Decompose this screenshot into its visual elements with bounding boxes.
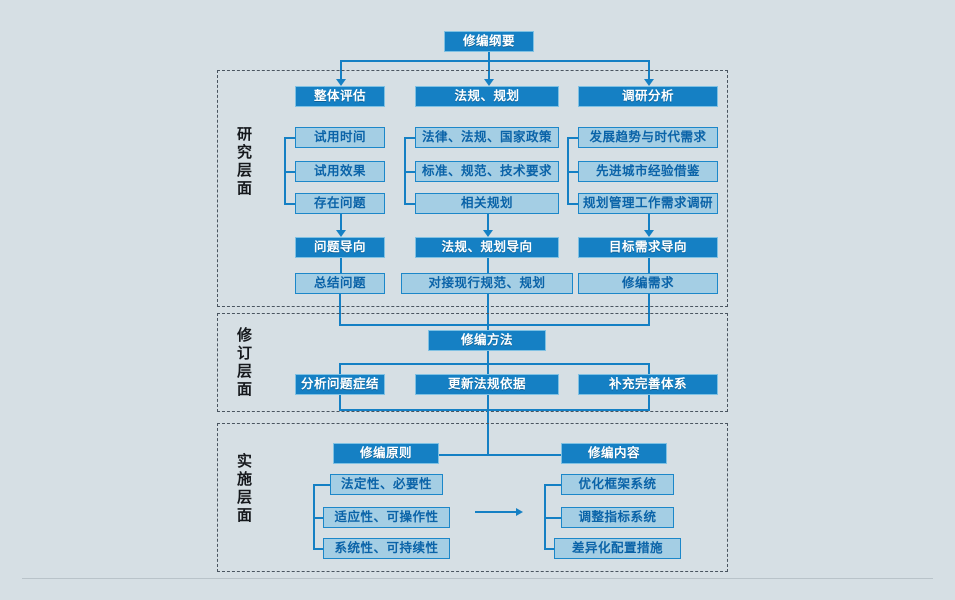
connector-col2-to-outcome bbox=[487, 258, 489, 273]
node-impl-group2-item-3[interactable]: 差异化配置措施 bbox=[554, 538, 681, 559]
connector-col3-to-outcome bbox=[648, 258, 650, 273]
node-impl-group2-item-2[interactable]: 调整指标系统 bbox=[561, 507, 674, 528]
node-impl-group2-header[interactable]: 修编内容 bbox=[561, 443, 667, 464]
section-frame-research bbox=[217, 70, 728, 307]
connector-outcome3-down bbox=[648, 294, 650, 325]
bracket-col3-arm-2 bbox=[567, 171, 578, 173]
node-col3-header[interactable]: 调研分析 bbox=[578, 86, 718, 107]
bracket-impl-group1-spine bbox=[313, 484, 315, 548]
node-col1-orientation[interactable]: 问题导向 bbox=[295, 237, 385, 258]
connector-outcome1-down bbox=[339, 294, 341, 325]
bracket-col3-arm-1 bbox=[567, 137, 578, 139]
connector-revision-bus bbox=[339, 363, 650, 365]
node-revision-item-3[interactable]: 补充完善体系 bbox=[578, 374, 718, 395]
connector-top-bus bbox=[340, 60, 648, 62]
node-col2-header[interactable]: 法规、规划 bbox=[415, 86, 559, 107]
connector-revision-item3-down bbox=[648, 395, 650, 410]
connector-col1-to-orientation bbox=[340, 214, 342, 231]
section-label-research: 研究层面 bbox=[235, 126, 252, 198]
connector-revision-merge-stem bbox=[487, 409, 489, 455]
bracket-col1-arm-3 bbox=[284, 203, 295, 205]
arrow-impl-group-link bbox=[516, 508, 523, 516]
connector-impl-bus bbox=[386, 454, 616, 456]
node-col2-item-1[interactable]: 法律、法规、国家政策 bbox=[415, 127, 559, 148]
section-label-revision: 修订层面 bbox=[235, 327, 252, 399]
arrow-col1-orientation bbox=[336, 230, 346, 237]
node-col3-orientation[interactable]: 目标需求导向 bbox=[578, 237, 718, 258]
arrow-col2-orientation bbox=[483, 230, 493, 237]
node-impl-group1-item-3[interactable]: 系统性、可持续性 bbox=[323, 538, 450, 559]
bracket-col3-arm-3 bbox=[567, 203, 578, 205]
bracket-col2-arm-1 bbox=[404, 137, 415, 139]
arrow-col3 bbox=[644, 79, 654, 86]
bracket-col2-arm-3 bbox=[404, 203, 415, 205]
bracket-col1-arm-2 bbox=[284, 171, 295, 173]
connector-outcome2-down bbox=[487, 294, 489, 325]
connector-impl-group-link bbox=[475, 511, 517, 513]
node-impl-group1-header[interactable]: 修编原则 bbox=[333, 443, 439, 464]
node-revision-item-1[interactable]: 分析问题症结 bbox=[295, 374, 385, 395]
node-revision-item-2[interactable]: 更新法规依据 bbox=[415, 374, 559, 395]
node-col2-item-3[interactable]: 相关规划 bbox=[415, 193, 559, 214]
section-frame-implementation bbox=[217, 423, 728, 572]
section-label-implementation: 实施层面 bbox=[235, 453, 252, 525]
node-col3-outcome[interactable]: 修编需求 bbox=[578, 273, 718, 294]
connector-root-stem bbox=[488, 52, 490, 61]
connector-merge-bus bbox=[339, 324, 650, 326]
bracket-col1-spine bbox=[284, 137, 286, 204]
node-revision-header[interactable]: 修编方法 bbox=[428, 330, 546, 351]
bottom-rule bbox=[22, 578, 933, 579]
arrow-col3-orientation bbox=[644, 230, 654, 237]
connector-revision-item2-down bbox=[487, 395, 489, 410]
node-col2-item-2[interactable]: 标准、规范、技术要求 bbox=[415, 161, 559, 182]
node-col1-item-2[interactable]: 试用效果 bbox=[295, 161, 385, 182]
connector-revision-drop-2 bbox=[487, 363, 489, 374]
bracket-impl-group2-arm-1 bbox=[544, 484, 561, 486]
connector-revision-stem bbox=[487, 351, 489, 364]
bracket-col3-spine bbox=[567, 137, 569, 204]
node-col1-header[interactable]: 整体评估 bbox=[295, 86, 385, 107]
bracket-col2-spine bbox=[404, 137, 406, 204]
connector-revision-merge-bus bbox=[339, 409, 650, 411]
connector-col1-to-outcome bbox=[340, 258, 342, 273]
node-impl-group1-item-2[interactable]: 适应性、可操作性 bbox=[323, 507, 450, 528]
arrow-col1 bbox=[336, 79, 346, 86]
connector-revision-item1-down bbox=[339, 395, 341, 410]
bracket-col1-arm-1 bbox=[284, 137, 295, 139]
connector-revision-drop-1 bbox=[339, 363, 341, 374]
arrow-col2 bbox=[484, 79, 494, 86]
node-impl-group1-item-1[interactable]: 法定性、必要性 bbox=[330, 474, 443, 495]
bracket-impl-group2-arm-3 bbox=[544, 548, 554, 550]
node-col2-outcome[interactable]: 对接现行规范、规划 bbox=[401, 273, 573, 294]
bracket-impl-group2-arm-2 bbox=[544, 517, 561, 519]
node-col3-item-1[interactable]: 发展趋势与时代需求 bbox=[578, 127, 718, 148]
node-col1-item-1[interactable]: 试用时间 bbox=[295, 127, 385, 148]
bracket-impl-group2-spine bbox=[544, 484, 546, 548]
section-frame-revision bbox=[217, 313, 728, 412]
node-impl-group2-item-1[interactable]: 优化框架系统 bbox=[561, 474, 674, 495]
bracket-impl-group1-arm-1 bbox=[313, 484, 330, 486]
connector-col3-to-orientation bbox=[648, 214, 650, 231]
connector-revision-drop-3 bbox=[648, 363, 650, 374]
node-col1-item-3[interactable]: 存在问题 bbox=[295, 193, 385, 214]
bracket-impl-group1-arm-3 bbox=[313, 548, 323, 550]
node-col3-item-2[interactable]: 先进城市经验借鉴 bbox=[578, 161, 718, 182]
node-col3-item-3[interactable]: 规划管理工作需求调研 bbox=[578, 193, 718, 214]
node-col2-orientation[interactable]: 法规、规划导向 bbox=[415, 237, 559, 258]
connector-col2-to-orientation bbox=[487, 214, 489, 231]
bracket-impl-group1-arm-2 bbox=[313, 517, 323, 519]
bracket-col2-arm-2 bbox=[404, 171, 415, 173]
node-root[interactable]: 修编纲要 bbox=[444, 31, 534, 52]
node-col1-outcome[interactable]: 总结问题 bbox=[295, 273, 385, 294]
